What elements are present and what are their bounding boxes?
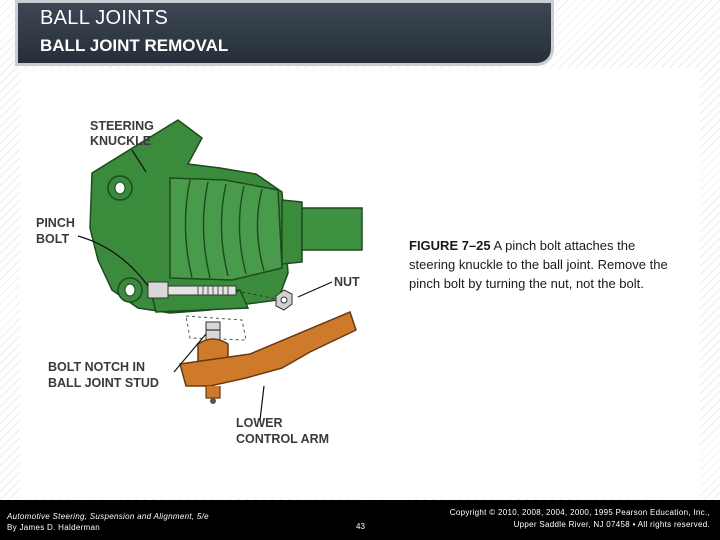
label-pinch-bolt-2: BOLT <box>36 232 69 246</box>
title-banner <box>18 3 551 63</box>
cv-boot <box>169 177 283 281</box>
pinch-bolt <box>147 281 237 299</box>
nut <box>275 289 293 311</box>
label-bolt-notch-2: BALL JOINT STUD <box>48 376 159 390</box>
slide-subtitle: BALL JOINT REMOVAL <box>40 36 229 55</box>
caption-text: A pinch bolt attaches the steering knuck… <box>409 238 668 291</box>
figure-caption: FIGURE 7–25 A pinch bolt attaches the st… <box>409 236 679 293</box>
label-lower-control-arm-1: LOWER <box>236 416 283 430</box>
label-steering-knuckle-2: KNUCKLE <box>90 134 151 148</box>
content-area: STEERING KNUCKLE PINCH BOLT NUT BOLT NOT… <box>20 68 700 498</box>
label-nut: NUT <box>334 275 360 289</box>
footer-author: By James D. Halderman <box>7 523 100 532</box>
copyright-line-2: Upper Saddle River, NJ 07458 • All right… <box>513 520 710 529</box>
label-lower-control-arm-2: CONTROL ARM <box>236 432 329 446</box>
leader-lines <box>77 149 333 421</box>
slide-title: BALL JOINTS <box>40 7 169 29</box>
footer-bar: Automotive Steering, Suspension and Alig… <box>0 500 720 540</box>
lower-control-arm <box>179 310 357 387</box>
figure-number: FIGURE 7–25 <box>409 238 491 253</box>
ball-joint-illustration: STEERING KNUCKLE PINCH BOLT NUT BOLT NOT… <box>36 119 363 446</box>
footer-copyright: Copyright © 2010, 2008, 2004, 2000, 1995… <box>450 507 710 531</box>
label-pinch-bolt-1: PINCH <box>36 216 75 230</box>
axle-shaft <box>281 199 303 265</box>
footer-book-info: Automotive Steering, Suspension and Alig… <box>7 511 209 533</box>
copyright-line-1: Copyright © 2010, 2008, 2004, 2000, 1995… <box>449 508 710 517</box>
footer-book-title: Automotive Steering, Suspension and Alig… <box>7 512 209 521</box>
label-steering-knuckle-1: STEERING <box>90 119 154 133</box>
page-number: 43 <box>356 522 365 531</box>
label-bolt-notch-1: BOLT NOTCH IN <box>48 360 145 374</box>
